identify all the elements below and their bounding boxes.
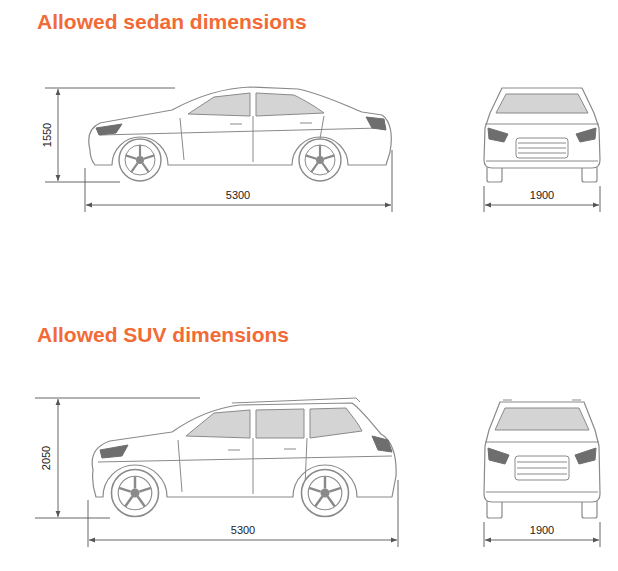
dimension-label: 1900 — [528, 524, 556, 537]
sedan-rear-window — [256, 93, 324, 116]
sedan-side-view — [89, 87, 392, 181]
sedan-front-view — [484, 88, 600, 182]
sedan-front-wheel — [119, 139, 161, 181]
dimension-label: 2050 — [40, 444, 53, 472]
suv-roof-rails-front — [503, 400, 581, 401]
sedan-taillight — [366, 117, 386, 130]
suv-front-window — [186, 410, 250, 438]
suv-roof-rail — [232, 398, 360, 403]
sedan-bumper — [485, 124, 599, 161]
suv-front-headlight — [575, 448, 596, 464]
dimension-label: 1900 — [528, 189, 556, 202]
sedan-front-body — [484, 88, 600, 168]
sedan-dimension-lines — [45, 88, 600, 212]
suv-middle-window — [256, 409, 304, 438]
sedan-rear-wheel — [299, 139, 341, 181]
dimension-label: 5300 — [224, 189, 252, 202]
suv-front-view — [484, 400, 600, 518]
suv-headlight — [100, 445, 128, 458]
sedan-grille-bars — [518, 143, 566, 153]
suv-taillight — [372, 436, 392, 452]
suv-rear-wheel — [301, 469, 348, 516]
sedan-front-headlight — [488, 128, 508, 142]
sedan-handles — [230, 123, 312, 124]
dimension-label: 5300 — [229, 524, 257, 537]
suv-grille-bars — [517, 462, 567, 474]
suv-dimension-lines — [35, 398, 600, 547]
suv-handles — [228, 449, 296, 450]
suv-grille — [515, 456, 569, 480]
suv-front-body — [484, 402, 600, 502]
sedan-headlight — [96, 124, 122, 135]
sedan-grille — [516, 138, 568, 158]
heading: Allowed sedan dimensions — [37, 10, 307, 34]
suv-front-headlight — [488, 448, 509, 464]
dimension-label: 1550 — [41, 121, 54, 149]
sedan-front-headlight — [576, 128, 596, 142]
sedan-front-window — [188, 93, 250, 116]
suv-front-wheel — [111, 469, 158, 516]
suv-windshield — [495, 408, 589, 430]
suv-side-view — [92, 398, 396, 517]
heading: Allowed SUV dimensions — [37, 323, 289, 347]
suv-bumper — [485, 442, 599, 492]
suv-rear-window — [310, 408, 362, 438]
sedan-windshield — [496, 94, 588, 113]
